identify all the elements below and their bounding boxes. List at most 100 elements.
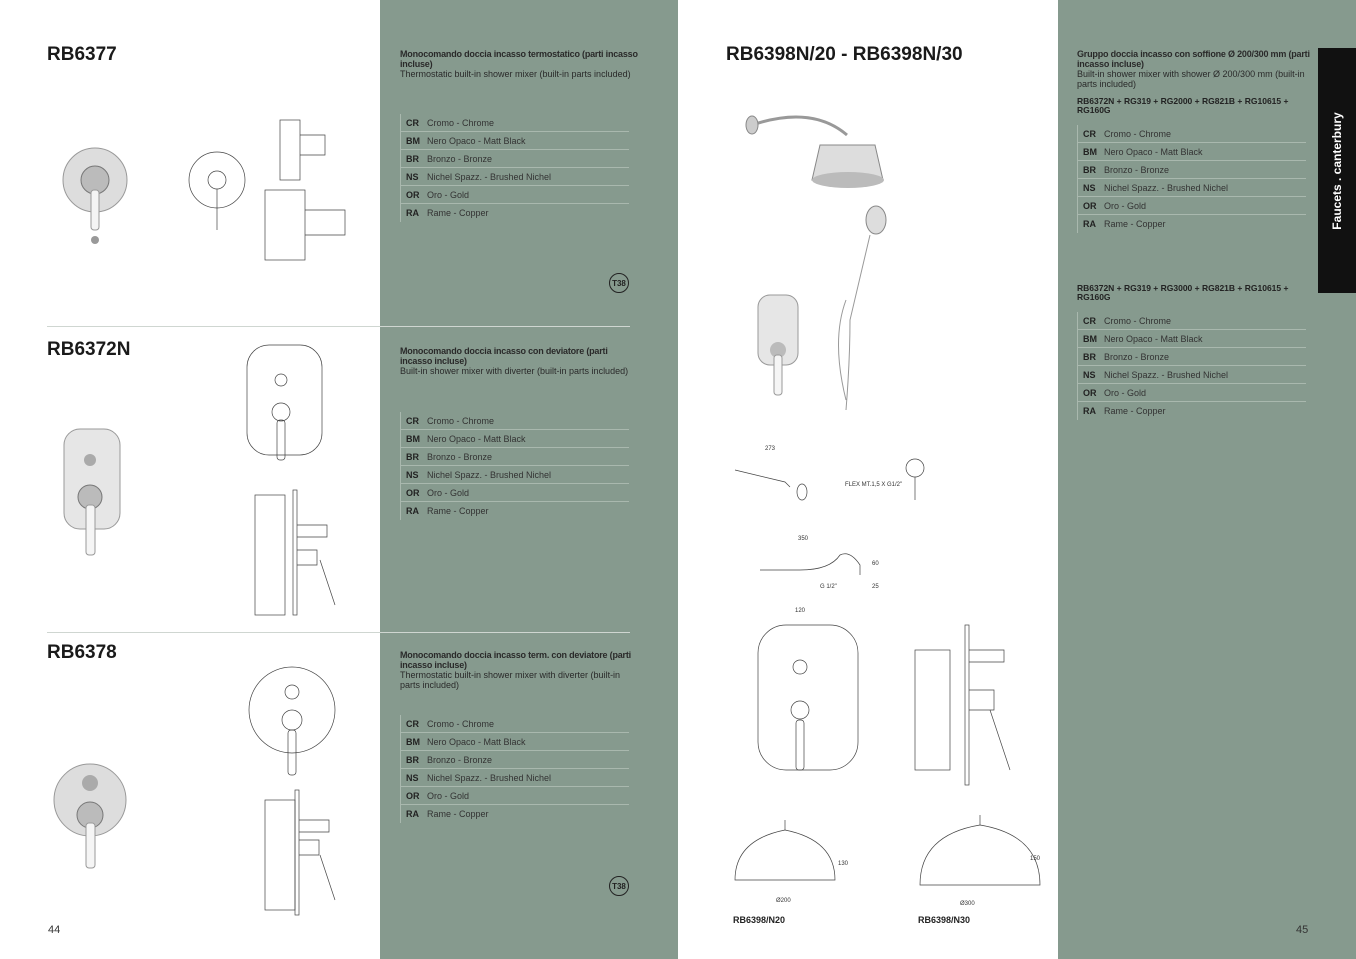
rb6377-product-photo xyxy=(62,147,128,244)
finish-code: BM xyxy=(1083,146,1097,157)
finish-code: NS xyxy=(406,171,419,182)
finish-row: RA Rame - Copper xyxy=(401,502,629,520)
finish-name: Cromo - Chrome xyxy=(427,117,495,128)
desc-english: Built-in shower mixer with diverter (bui… xyxy=(400,366,629,376)
product-code: RB6378 xyxy=(47,642,117,663)
desc-english: Thermostatic built-in shower mixer (buil… xyxy=(400,69,631,79)
desc-english: Thermostatic built-in shower mixer with … xyxy=(400,670,621,690)
finish-name: Bronzo - Bronze xyxy=(427,153,493,164)
desc-english: Built-in shower mixer with shower Ø 200/… xyxy=(1077,69,1305,89)
finish-code: BM xyxy=(406,135,420,146)
finish-name: Nichel Spazz. - Brushed Nichel xyxy=(427,772,552,783)
finish-code: NS xyxy=(1083,369,1096,380)
head-300-height: 150 xyxy=(1030,856,1041,862)
finish-code: BR xyxy=(1083,164,1096,175)
finish-code: NS xyxy=(406,772,419,783)
finish-name: Bronzo - Bronze xyxy=(1104,351,1170,362)
set-composition: RB6372N + RG319 + RG3000 + RG821B + RG10… xyxy=(1077,283,1289,302)
product-title: RB6398N/20 - RB6398N/30 xyxy=(726,44,963,65)
finish-code: RA xyxy=(406,809,419,819)
finish-name: Cromo - Chrome xyxy=(427,718,495,729)
flex-hose-spec: FLEX MT.1,5 X G1/2" xyxy=(845,482,902,488)
desc-italian: Monocomando doccia incasso termostatico … xyxy=(400,49,638,69)
set-composition: RB6372N + RG319 + RG2000 + RG821B + RG10… xyxy=(1077,96,1289,115)
arm-drop: 25 xyxy=(872,584,879,590)
page-number: 45 xyxy=(1296,924,1309,936)
finish-name: Rame - Copper xyxy=(427,809,489,819)
finish-name: Rame - Copper xyxy=(1104,406,1166,416)
section-divider xyxy=(47,326,630,327)
finish-code: RA xyxy=(1083,406,1096,416)
rb6378-technical-drawing xyxy=(248,666,336,916)
finish-name: Nero Opaco - Matt Black xyxy=(1104,333,1203,344)
variant-label-n20: RB6398/N20 xyxy=(733,915,786,925)
finish-code: BM xyxy=(406,433,420,444)
finish-name: Rame - Copper xyxy=(1104,219,1166,229)
finish-code: OR xyxy=(406,189,420,200)
rb6377-technical-drawing xyxy=(188,119,346,261)
right-info-panel xyxy=(1058,0,1356,959)
finish-code: BR xyxy=(406,754,419,765)
section-side-tab: Faucets . canterbury xyxy=(1318,48,1356,293)
finish-name: Rame - Copper xyxy=(427,208,489,218)
finish-name: Nero Opaco - Matt Black xyxy=(427,135,526,146)
rb6372n-product-photo xyxy=(63,428,121,556)
side-tab-label: Faucets . canterbury xyxy=(1330,111,1344,230)
finish-row: RA Rame - Copper xyxy=(401,805,629,823)
finish-row: NS Nichel Spazz. - Brushed Nichel xyxy=(401,168,629,186)
left-info-panel xyxy=(380,0,678,959)
finish-name: Oro - Gold xyxy=(1104,387,1147,398)
finish-code: NS xyxy=(406,469,419,480)
finish-code: OR xyxy=(406,790,420,801)
arm-length: 350 xyxy=(798,536,809,542)
finish-row: CR Cromo - Chrome xyxy=(401,715,629,733)
finish-code: BR xyxy=(1083,351,1096,362)
rb6372n-technical-drawing xyxy=(246,344,336,616)
finish-code: NS xyxy=(1083,182,1096,193)
desc-italian: Monocomando doccia incasso con deviatore… xyxy=(400,346,608,366)
finish-row: BR Bronzo - Bronze xyxy=(401,448,629,466)
finish-row: BM Nero Opaco - Matt Black xyxy=(401,132,629,150)
page-number: 44 xyxy=(48,924,61,936)
finish-row: CR Cromo - Chrome xyxy=(401,114,629,132)
finish-name: Nichel Spazz. - Brushed Nichel xyxy=(427,171,552,182)
finish-row: NS Nichel Spazz. - Brushed Nichel xyxy=(1078,179,1306,197)
desc-italian: Monocomando doccia incasso term. con dev… xyxy=(400,650,631,670)
finish-name: Bronzo - Bronze xyxy=(427,451,493,462)
finish-code: OR xyxy=(1083,200,1097,211)
finish-name: Rame - Copper xyxy=(427,506,489,516)
finish-row: BR Bronzo - Bronze xyxy=(1078,348,1306,366)
finish-code: BR xyxy=(406,451,419,462)
finish-code: RA xyxy=(406,506,419,516)
finish-name: Nero Opaco - Matt Black xyxy=(427,736,526,747)
finish-name: Nero Opaco - Matt Black xyxy=(427,433,526,444)
finish-code: CR xyxy=(406,718,419,729)
product-code: RB6372N xyxy=(47,339,131,360)
finish-code: CR xyxy=(406,117,419,128)
finish-name: Oro - Gold xyxy=(427,790,470,801)
product-description: Monocomando doccia incasso termostatico … xyxy=(400,49,640,79)
product-description: Gruppo doccia incasso con soffione Ø 200… xyxy=(1077,49,1317,89)
finish-name: Bronzo - Bronze xyxy=(427,754,493,765)
finish-name: Nichel Spazz. - Brushed Nichel xyxy=(1104,182,1229,193)
product-code: RB6377 xyxy=(47,44,117,65)
section-divider xyxy=(47,632,630,633)
plate-width: 120 xyxy=(795,608,806,614)
